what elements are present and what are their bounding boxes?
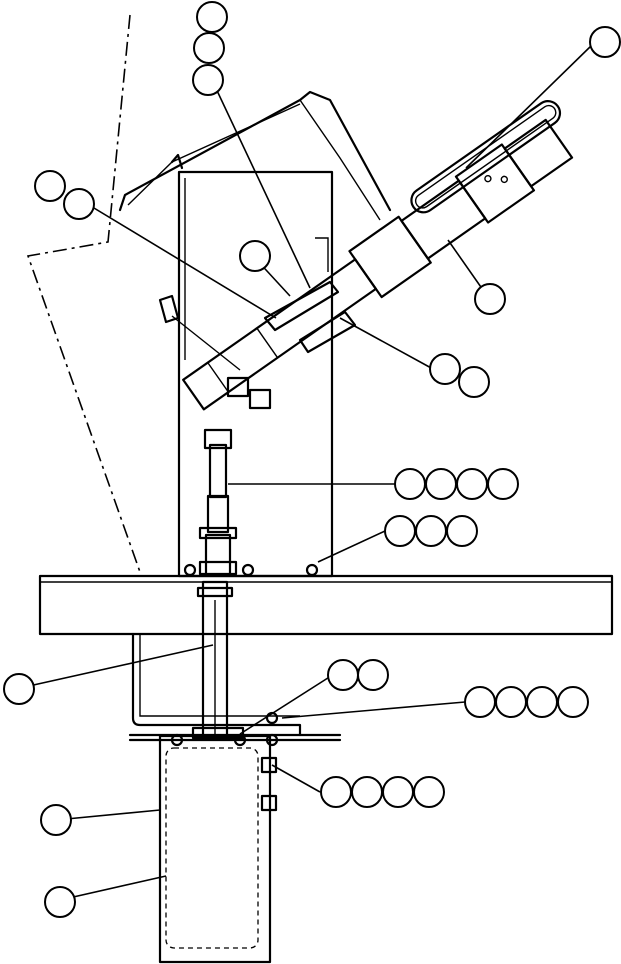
- balloon: [394, 468, 426, 500]
- bolts: [170, 563, 319, 812]
- balloon: [474, 283, 506, 315]
- balloon: [382, 776, 414, 808]
- lower-shaft: [191, 580, 245, 740]
- balloon: [40, 804, 72, 836]
- balloon: [196, 1, 228, 33]
- lower-box: [158, 734, 272, 964]
- callout-shaft-group-5: [394, 468, 519, 500]
- balloon: [357, 659, 389, 691]
- tilt-bracket: [158, 237, 357, 410]
- balloon: [193, 32, 225, 64]
- balloon: [327, 659, 359, 691]
- callout-center-pair: [327, 659, 389, 691]
- callout-lower-group-4: [320, 776, 445, 808]
- balloon: [44, 886, 76, 918]
- balloon: [446, 515, 478, 547]
- steering-wheel: [410, 100, 562, 214]
- callout-box-single-upper: [40, 804, 72, 836]
- balloon: [384, 515, 416, 547]
- balloon: [589, 26, 621, 58]
- callout-upper-left-pair: [34, 170, 95, 220]
- callout-bolt-group-3: [384, 515, 478, 547]
- cab-outline: [26, 14, 141, 573]
- callout-mid-single: [239, 240, 271, 272]
- leader-lines: [19, 44, 593, 901]
- balloon: [34, 170, 66, 202]
- balloon: [487, 468, 519, 500]
- intermediate-shaft: [198, 428, 238, 577]
- top-cover: [118, 90, 392, 221]
- callout-upper-stack: [192, 1, 228, 96]
- callout-box-single-lower: [44, 886, 76, 918]
- balloon: [415, 515, 447, 547]
- balloon: [458, 366, 490, 398]
- callout-left-shaft-single: [3, 673, 35, 705]
- balloon: [495, 686, 527, 718]
- callout-right-group-4: [464, 686, 589, 718]
- steering-column: [182, 118, 574, 411]
- callout-column-right-single: [474, 283, 506, 315]
- callout-bracket-pair: [429, 353, 490, 398]
- balloon: [63, 188, 95, 220]
- balloon: [429, 353, 461, 385]
- balloon: [413, 776, 445, 808]
- balloon: [3, 673, 35, 705]
- balloon: [351, 776, 383, 808]
- balloon: [425, 468, 457, 500]
- balloon: [239, 240, 271, 272]
- balloon: [526, 686, 558, 718]
- balloon: [320, 776, 352, 808]
- balloon: [192, 64, 224, 96]
- balloon: [557, 686, 589, 718]
- balloon: [456, 468, 488, 500]
- support-bracket: [131, 632, 302, 737]
- callout-steering-wheel: [589, 26, 621, 58]
- balloon: [464, 686, 496, 718]
- floor-plate: [38, 574, 614, 636]
